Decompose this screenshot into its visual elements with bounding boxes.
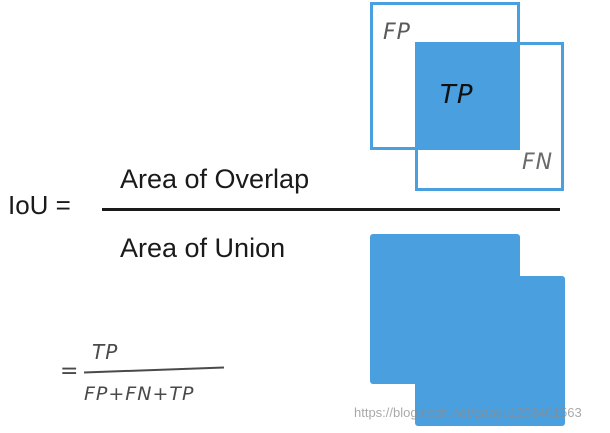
true-positive-label: TP xyxy=(440,80,474,110)
formula-denominator: FP+FN+TP xyxy=(84,383,195,405)
iou-label: IoU = xyxy=(8,190,71,220)
ground-truth-box-outline xyxy=(415,42,564,191)
union-region-ground-truth xyxy=(415,276,565,426)
formula-equals-sign: = xyxy=(60,359,80,384)
false-positive-label: FP xyxy=(383,20,411,45)
formula-fraction-bar xyxy=(84,366,224,374)
fraction-bar xyxy=(102,208,560,211)
watermark-text: https://blog.csdn.net/gaoyu1253401563 xyxy=(354,405,582,420)
fraction-denominator: Area of Union xyxy=(120,233,286,263)
prediction-box-outline xyxy=(370,2,520,150)
false-negative-label: FN xyxy=(522,150,554,175)
formula-numerator: TP xyxy=(92,340,119,364)
fraction-numerator: Area of Overlap xyxy=(120,164,310,194)
overlap-region-fill xyxy=(418,45,517,147)
